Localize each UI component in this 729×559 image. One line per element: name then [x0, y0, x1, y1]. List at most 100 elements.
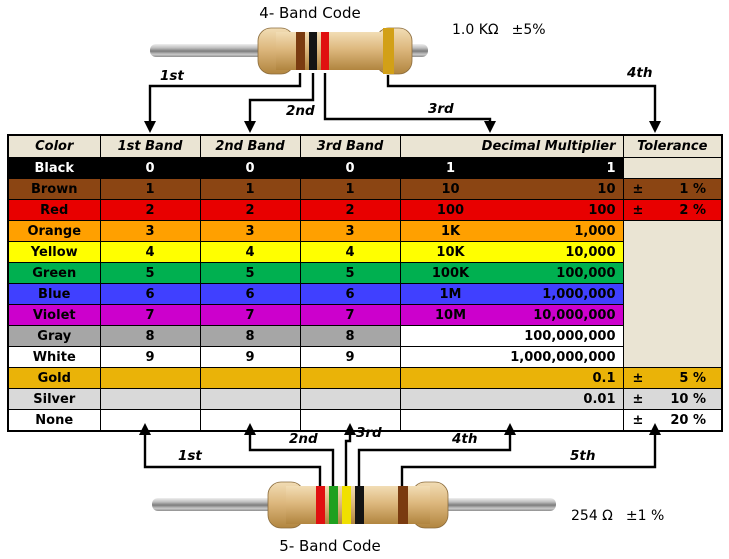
multiplier-full-value: 1: [606, 160, 616, 176]
multiplier-full-value: 1,000: [574, 223, 616, 239]
band2-value-cell: 0: [199, 157, 301, 179]
arrow-line-3rd: [344, 434, 352, 486]
multiplier-cell: 1,000,000,000: [399, 346, 624, 368]
band1-value-cell: 9: [99, 346, 201, 368]
band3-value-cell: 2: [299, 199, 401, 221]
multiplier-full-value: 0.01: [583, 391, 616, 407]
band1-value-cell: 0: [99, 157, 201, 179]
multiplier-cell: 100 100: [399, 199, 624, 221]
tolerance-plusminus: ±: [632, 370, 644, 386]
multiplier-full-value: 0.1: [592, 370, 616, 386]
band2-value-cell: 4: [199, 241, 301, 263]
header-2nd-band: 2nd Band: [199, 134, 301, 158]
band2-value-cell: 7: [199, 304, 301, 326]
multiplier-cell: 1K 1,000: [399, 220, 624, 242]
multiplier-shorthand: 1: [445, 160, 456, 176]
tolerance-value: 2 %: [679, 202, 706, 218]
multiplier-shorthand: 10M: [434, 307, 467, 323]
five-band-band-2-green: [329, 486, 338, 524]
arrowhead-down-icon: [244, 121, 256, 133]
arrowhead-up-icon: [649, 423, 661, 435]
band1-value-cell: 6: [99, 283, 201, 305]
tolerance-cell: ± 5 %: [622, 367, 723, 389]
arrowhead-down-icon: [649, 121, 661, 133]
arrow-label-1st: 1st: [178, 448, 202, 464]
multiplier-full-value: 100,000,000: [524, 328, 616, 344]
five-band-value: 254 Ω ±1 %: [571, 508, 664, 524]
color-name-cell: Orange: [7, 220, 101, 242]
tolerance-cell: [622, 241, 723, 263]
color-name-cell: Violet: [7, 304, 101, 326]
tolerance-cell: [622, 346, 723, 368]
five-band-band-1-red: [316, 486, 325, 524]
band1-value-cell: 5: [99, 262, 201, 284]
tolerance-plusminus: ±: [632, 202, 644, 218]
table-row: Gray 8 8 8 100,000,000: [7, 325, 723, 347]
band2-value-cell: 2: [199, 199, 301, 221]
table-row: Brown 1 1 1 10 10 ± 1 %: [7, 178, 723, 200]
band3-value-cell: 5: [299, 262, 401, 284]
color-name-cell: White: [7, 346, 101, 368]
four-band-arrowheads: [144, 121, 661, 133]
band2-value-cell: 1: [199, 178, 301, 200]
five-band-resistor-figure: [139, 423, 661, 529]
five-band-title: 5- Band Code: [279, 537, 381, 555]
five-band-band-3-yellow: [342, 486, 351, 524]
table-row: Black 0 0 0 1 1: [7, 157, 723, 179]
multiplier-full-value: 1,000,000: [542, 286, 616, 302]
tolerance-cell: ± 20 %: [622, 409, 723, 432]
table-row: Red 2 2 2 100 100 ± 2 %: [7, 199, 723, 221]
multiplier-cell: 10K 10,000: [399, 241, 624, 263]
tolerance-cell: ± 10 %: [622, 388, 723, 410]
color-name-cell: Gray: [7, 325, 101, 347]
band3-value-cell: 7: [299, 304, 401, 326]
tolerance-cell: [622, 283, 723, 305]
five-band-band-4-black: [355, 486, 364, 524]
band2-value-cell: 9: [199, 346, 301, 368]
multiplier-cell: 10M 10,000,000: [399, 304, 624, 326]
tolerance-plusminus: ±: [632, 391, 644, 407]
arrowhead-up-icon: [504, 423, 516, 435]
five-band-arrows: [143, 434, 657, 486]
table-row: Blue 6 6 6 1M 1,000,000: [7, 283, 723, 305]
multiplier-cell: 1M 1,000,000: [399, 283, 624, 305]
band1-value-cell: 1: [99, 178, 201, 200]
tolerance-value: 20 %: [670, 412, 706, 428]
five-band-tolerance-value: ±1 %: [625, 508, 665, 524]
table-header-row: Color 1st Band 2nd Band 3rd Band Decimal…: [7, 134, 723, 158]
tolerance-cell: ± 1 %: [622, 178, 723, 200]
arrow-line-2nd: [248, 434, 335, 486]
band1-value-cell: [99, 367, 201, 389]
arrowhead-up-icon: [344, 423, 356, 435]
arrowhead-up-icon: [244, 423, 256, 435]
color-name-cell: Yellow: [7, 241, 101, 263]
five-band-resistance-value: 254 Ω: [571, 508, 613, 524]
multiplier-shorthand: 1M: [439, 286, 462, 302]
header-3rd-band: 3rd Band: [299, 134, 401, 158]
band3-value-cell: 1: [299, 178, 401, 200]
tolerance-value: 1 %: [679, 181, 706, 197]
band2-value-cell: [199, 388, 301, 410]
table-row: Violet 7 7 7 10M 10,000,000: [7, 304, 723, 326]
band1-value-cell: [99, 388, 201, 410]
tolerance-cell: [622, 304, 723, 326]
arrow-label-2nd: 2nd: [286, 103, 315, 119]
multiplier-cell: 100K 100,000: [399, 262, 624, 284]
header-tolerance: Tolerance: [622, 134, 723, 158]
four-band-resistance-value: 1.0 KΩ: [452, 22, 499, 38]
arrow-line-1st: [143, 434, 322, 486]
color-code-table: Color 1st Band 2nd Band 3rd Band Decimal…: [7, 134, 723, 432]
multiplier-full-value: 10,000: [565, 244, 616, 260]
header-decimal-multiplier: Decimal Multiplier: [399, 134, 624, 158]
band3-value-cell: 9: [299, 346, 401, 368]
band1-value-cell: 7: [99, 304, 201, 326]
tolerance-cell: ± 2 %: [622, 199, 723, 221]
table-row: White 9 9 9 1,000,000,000: [7, 346, 723, 368]
band2-value-cell: [199, 367, 301, 389]
five-band-band-5-brown: [398, 486, 408, 524]
arrowhead-down-icon: [484, 121, 496, 133]
multiplier-cell: 10 10: [399, 178, 624, 200]
arrowhead-down-icon: [144, 121, 156, 133]
multiplier-full-value: 10: [597, 181, 616, 197]
